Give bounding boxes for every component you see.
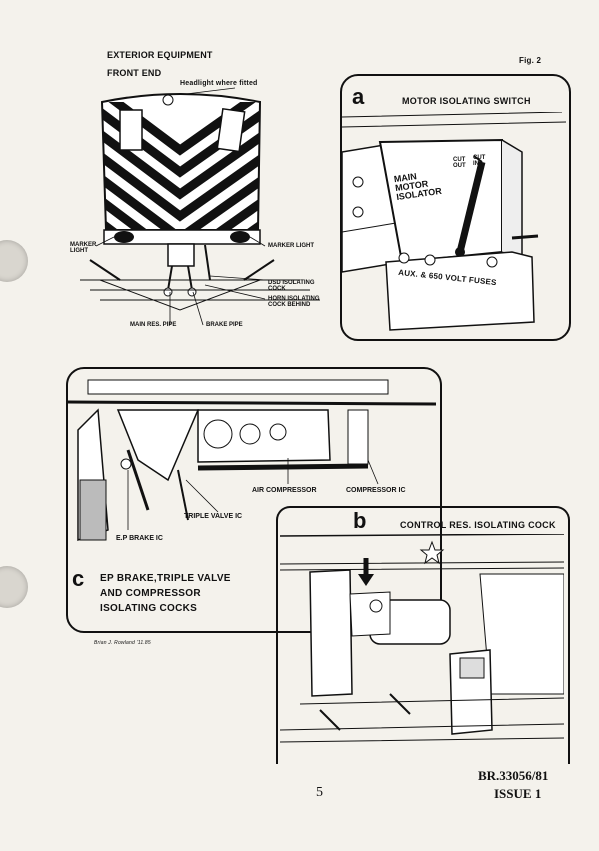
panel-c-caption-line3: ISOLATING COCKS — [100, 603, 198, 614]
panel-b-title: CONTROL RES. ISOLATING COCK — [400, 520, 556, 530]
marker-light-right-label: MARKER LIGHT — [268, 243, 314, 249]
punch-hole — [0, 240, 28, 282]
document-reference: BR.33056/81 — [478, 768, 549, 783]
cut-in-label: CUT IN — [473, 155, 486, 167]
air-compressor-label: AIR COMPRESSOR — [252, 487, 317, 494]
panel-c-caption-line1: EP BRAKE,TRIPLE VALVE — [100, 573, 231, 584]
panel-a — [340, 74, 571, 341]
panel-c-caption-line2: AND COMPRESSOR — [100, 588, 201, 599]
panel-c-illustration — [68, 379, 436, 542]
panel-a-title: MOTOR ISOLATING SWITCH — [402, 96, 531, 106]
headlight-label: Headlight where fitted — [180, 80, 258, 87]
main-res-pipe-label: MAIN RES. PIPE — [130, 322, 177, 328]
ep-brake-ic-label: E.P BRAKE IC — [116, 535, 163, 542]
panel-a-letter: a — [352, 84, 365, 109]
cut-out-label: CUT OUT — [453, 157, 466, 169]
artist-signature: Brian J. Rowland '11.85 — [94, 640, 151, 646]
compressor-ic-label: COMPRESSOR IC — [346, 487, 406, 494]
figure-label: Fig. 2 — [519, 56, 542, 65]
front-end-subtitle: FRONT END — [107, 68, 162, 78]
brake-pipe-label: BRAKE PIPE — [206, 322, 243, 328]
panel-c-letter: c — [72, 566, 85, 591]
dsd-isolating-cock-label: DSD ISOLATING COCK — [268, 280, 315, 292]
front-end-title: EXTERIOR EQUIPMENT — [107, 50, 213, 60]
punch-hole — [0, 566, 28, 608]
front-end-illustration — [80, 87, 320, 326]
page-number: 5 — [316, 785, 323, 800]
motor-isolator-illustration — [342, 112, 566, 331]
triple-valve-ic-label: TRIPLE VALVE IC — [184, 513, 243, 520]
panel-b — [276, 506, 570, 764]
panel-b-letter: b — [353, 508, 367, 533]
panel-c — [66, 367, 442, 633]
control-res-illustration — [280, 534, 564, 743]
issue-number: ISSUE 1 — [494, 786, 542, 801]
horn-isolating-cock-label: HORN ISOLATING COCK BEHIND — [268, 296, 320, 308]
marker-light-left-label: MARKER LIGHT — [70, 242, 97, 254]
